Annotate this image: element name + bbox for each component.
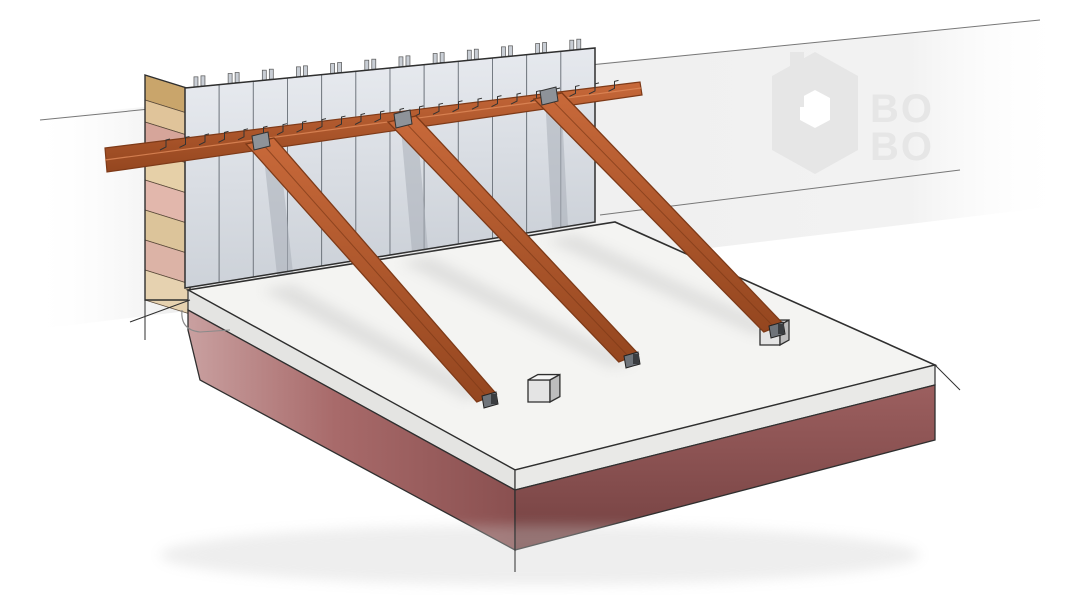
waler-bracket <box>432 102 444 115</box>
strut-braces <box>244 86 786 409</box>
pile-clip <box>535 43 540 54</box>
pile-wall-outline <box>184 47 596 289</box>
pile-clip <box>405 55 411 67</box>
pile-clip <box>330 63 335 74</box>
waler-bracket <box>569 84 580 97</box>
pile-clip <box>234 72 240 83</box>
edge-line <box>129 299 191 323</box>
ground-shadow <box>160 525 920 585</box>
strut-flange-line <box>401 118 631 359</box>
waler-bracket <box>296 120 307 133</box>
pile-clip <box>364 59 370 71</box>
pile-clip <box>303 65 308 77</box>
waler-beam-body <box>104 81 643 173</box>
waler-bracket <box>608 79 619 92</box>
strut-top-plate <box>393 109 413 129</box>
pile-clip <box>193 76 199 88</box>
pile-clip <box>296 66 301 78</box>
anchor-block-front <box>527 379 551 403</box>
waler-bracket <box>218 130 229 143</box>
strut-shadow <box>400 256 635 368</box>
pile-clip <box>227 73 233 84</box>
strut-flange-line <box>547 95 776 329</box>
strut-base-bolt <box>633 354 639 364</box>
wall-shadow <box>400 115 428 252</box>
pile-clip <box>261 69 267 81</box>
waler-bracket <box>159 138 171 151</box>
pile-clip <box>542 42 547 53</box>
pile-clip <box>576 38 582 50</box>
watermark-text-line-1: BO <box>870 87 934 131</box>
waler-bracket <box>179 135 190 148</box>
pile-clip <box>268 68 274 80</box>
waler-bracket <box>530 90 541 102</box>
watermark-text-line-2: BO <box>870 125 934 169</box>
strut-base-bolt <box>778 324 784 334</box>
edge-line <box>934 364 961 391</box>
watermark-inner-hexagon <box>800 90 830 128</box>
pile-clip <box>398 56 404 68</box>
waler-bracket <box>315 118 327 131</box>
waler-bracket <box>588 82 600 95</box>
waler-bracket <box>491 95 502 108</box>
pile-clip <box>508 45 513 57</box>
pile-clip <box>371 58 377 70</box>
pile-clip <box>337 62 342 73</box>
waler-bracket <box>452 100 463 113</box>
sheet-pile <box>184 84 220 289</box>
strut-top-plate <box>539 86 559 106</box>
strut-top-plate <box>251 131 271 151</box>
footing-line <box>181 309 231 333</box>
waler-bracket <box>198 133 210 146</box>
waler-bracket <box>413 105 424 118</box>
pile-clip <box>473 48 479 60</box>
pile-clip <box>569 39 575 51</box>
strut-flange-line <box>259 140 489 399</box>
pile-clip <box>432 53 438 64</box>
watermark-stem <box>790 52 804 107</box>
waler-bracket <box>510 92 522 105</box>
waler-bracket <box>276 123 288 136</box>
strut-shadows <box>262 234 780 400</box>
strut-shadow <box>545 234 780 335</box>
anchor-block-side <box>549 373 561 404</box>
strut-base-bolt <box>491 394 497 404</box>
sheet-pile <box>218 80 254 284</box>
strut-shadow <box>262 284 490 400</box>
pile-clip <box>439 52 445 63</box>
waler-bracket <box>237 128 249 141</box>
waler-bracket <box>374 110 385 123</box>
pile-clip <box>200 75 206 87</box>
waler-bracket <box>354 113 366 125</box>
slab-base-left <box>187 308 516 552</box>
pile-clip <box>466 49 472 61</box>
pile-clip <box>501 46 506 58</box>
sheet-pile <box>355 67 391 262</box>
waler-bracket <box>335 115 346 128</box>
waler-bracket <box>471 97 483 110</box>
soil-layers <box>144 74 191 340</box>
